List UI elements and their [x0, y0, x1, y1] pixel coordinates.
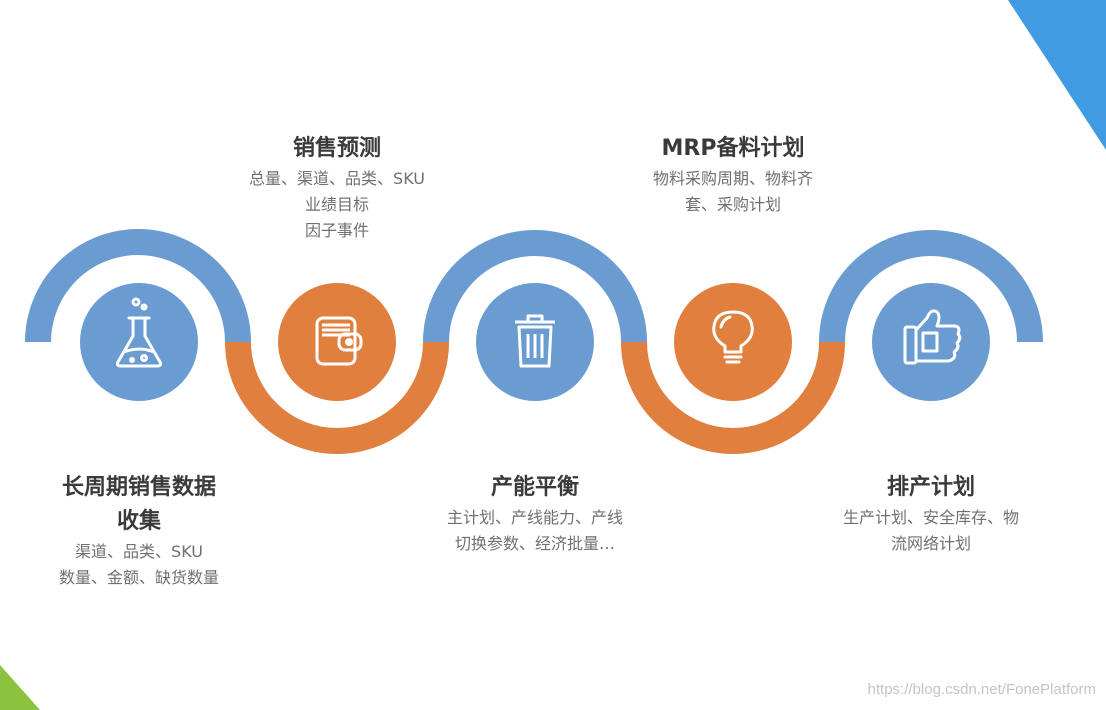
- watermark-url: https://blog.csdn.net/FonePlatform: [867, 681, 1096, 698]
- step-2-title: 销售预测: [292, 136, 381, 161]
- step-5-title: 排产计划: [886, 475, 975, 500]
- step-circle-1: [80, 283, 198, 401]
- step-2-desc-line1: 总量、渠道、品类、SKU: [249, 169, 425, 188]
- step-4-desc-line2: 套、采购计划: [684, 195, 781, 214]
- step-5-desc-line1: 生产计划、安全库存、物: [842, 508, 1019, 527]
- step-2-desc-line2: 业绩目标: [304, 195, 369, 214]
- corner-decoration-bottom-left: [0, 665, 40, 710]
- wave-arc-3: [423, 230, 647, 343]
- step-1-text: 长周期销售数据 收集 渠道、品类、SKU 数量、金额、缺货数量: [14, 471, 264, 591]
- flask-icon: [115, 297, 163, 368]
- step-4-title: MRP备料计划: [661, 136, 805, 161]
- step-4-desc-line1: 物料采购周期、物料齐: [652, 169, 813, 188]
- step-1-desc-line1: 渠道、品类、SKU: [75, 542, 203, 561]
- step-2-text: 销售预测 总量、渠道、品类、SKU 业绩目标 因子事件: [212, 132, 462, 244]
- step-5-desc-line2: 流网络计划: [890, 534, 971, 553]
- step-3-desc-line1: 主计划、产线能力、产线: [446, 508, 623, 527]
- step-circle-5: [872, 283, 990, 401]
- step-1-desc-line2: 数量、金额、缺货数量: [58, 568, 219, 587]
- step-4-text: MRP备料计划 物料采购周期、物料齐 套、采购计划: [598, 132, 868, 218]
- step-circle-4: [674, 283, 792, 401]
- step-3-title: 产能平衡: [490, 475, 579, 500]
- step-1-title: 长周期销售数据: [61, 475, 216, 500]
- step-3-text: 产能平衡 主计划、产线能力、产线 切换参数、经济批量…: [410, 471, 660, 557]
- wave-arc-1: [25, 229, 251, 343]
- step-5-text: 排产计划 生产计划、安全库存、物 流网络计划: [796, 471, 1066, 557]
- step-2-desc-line3: 因子事件: [304, 221, 369, 240]
- step-3-desc-line2: 切换参数、经济批量…: [454, 534, 615, 553]
- wave-arc-5: [819, 230, 1043, 343]
- step-1-title-line2: 收集: [116, 509, 161, 534]
- lightbulb-icon: [712, 310, 754, 364]
- wave-arc-2: [225, 341, 449, 454]
- step-circle-2: [278, 283, 396, 401]
- wallet-icon: [315, 316, 363, 366]
- wave-arc-4: [621, 341, 845, 454]
- trash-bin-icon: [515, 314, 555, 368]
- thumbs-up-icon: [903, 309, 962, 365]
- corner-decoration-top-right: [1008, 0, 1106, 150]
